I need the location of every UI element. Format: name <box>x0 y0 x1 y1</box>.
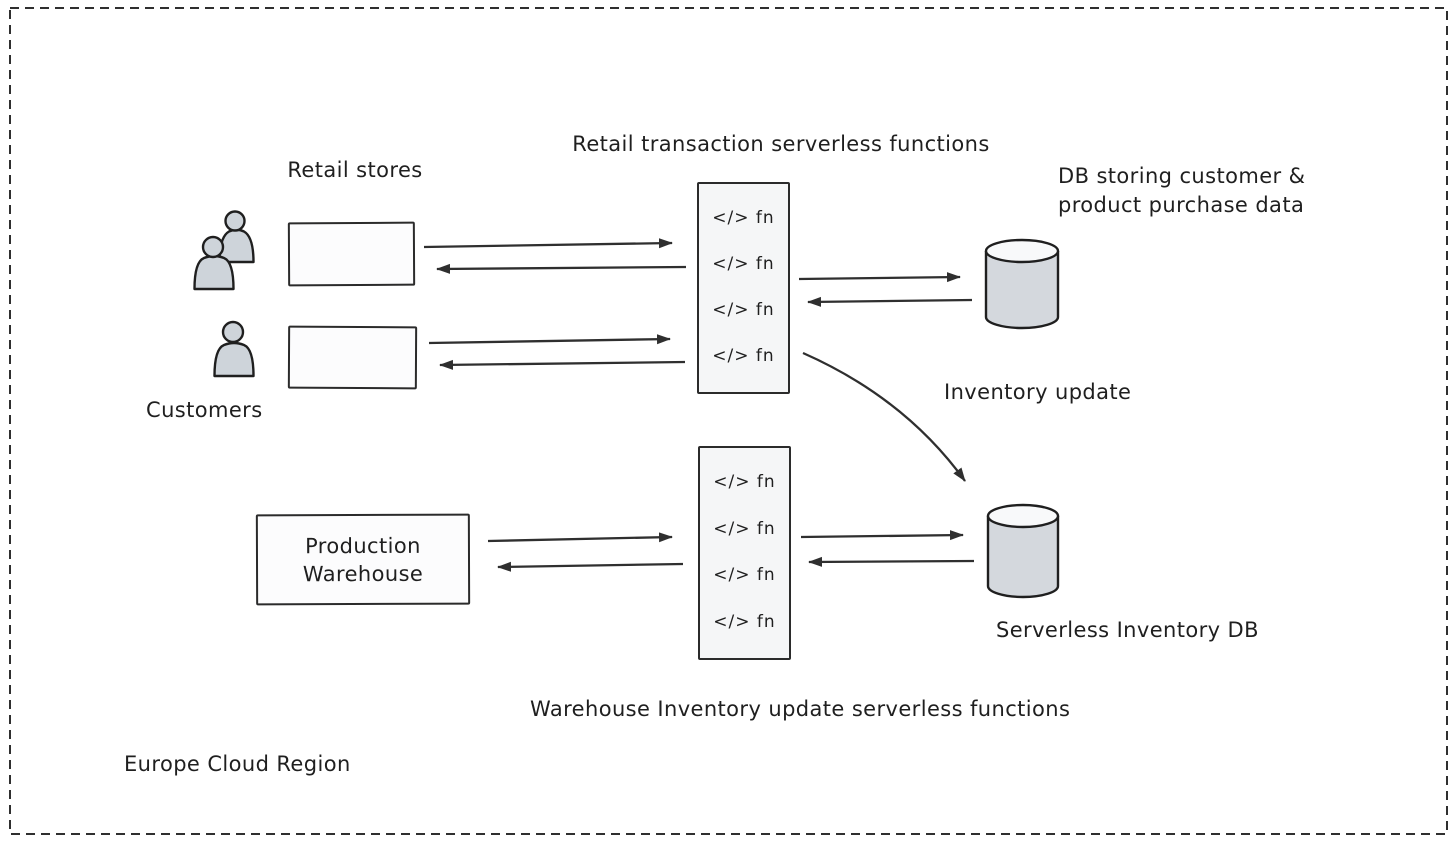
arrow-retail-fn-to-store2 <box>439 359 686 370</box>
purchase-database-icon <box>984 238 1060 330</box>
arrow-store2-to-retail-fn <box>428 334 671 345</box>
inventory-update-label: Inventory update <box>944 380 1132 404</box>
arrow-retail-fn-to-store1 <box>436 263 687 274</box>
fn-item: </> fn <box>712 346 775 366</box>
cloud-region-label: Europe Cloud Region <box>124 752 351 776</box>
warehouse-fn-box: </> fn </> fn </> fn </> fn <box>698 446 791 660</box>
production-warehouse-line2: Warehouse <box>302 561 424 586</box>
fn-item: </> fn <box>713 565 776 586</box>
fn-item: </> fn <box>712 254 775 274</box>
arrow-inventory-update <box>802 351 966 482</box>
customers-label: Customers <box>146 398 263 422</box>
inventory-db-label: Serverless Inventory DB <box>996 618 1259 642</box>
cloud-region-boundary <box>9 7 1448 835</box>
arrow-retail-fn-to-purchase-db <box>798 272 961 283</box>
retail-fn-title: Retail transaction serverless functions <box>572 132 990 156</box>
arrow-warehouse-fn-to-warehouse <box>497 561 684 572</box>
arrow-store1-to-retail-fn <box>423 238 673 249</box>
customer-icon <box>213 320 255 378</box>
purchase-db-label-line1: DB storing customer & <box>1058 164 1306 188</box>
fn-item: </> fn <box>713 518 776 539</box>
production-warehouse-line1: Production <box>305 533 421 558</box>
production-warehouse-box: Production Warehouse <box>255 513 471 606</box>
arrow-warehouse-to-warehouse-fn <box>487 532 673 543</box>
retail-store-box-2 <box>287 325 418 390</box>
retail-stores-label: Retail stores <box>287 158 423 182</box>
arrow-warehouse-fn-to-inventory-db <box>800 530 964 541</box>
fn-item: </> fn <box>712 208 775 228</box>
purchase-db-label-line2: product purchase data <box>1058 193 1305 217</box>
arrow-purchase-db-to-retail-fn <box>807 296 973 307</box>
arrow-inventory-db-to-warehouse-fn <box>808 556 975 567</box>
fn-item: </> fn <box>713 611 776 632</box>
retail-store-box-1 <box>287 221 416 287</box>
retail-fn-box: </> fn </> fn </> fn </> fn <box>697 182 790 394</box>
fn-item: </> fn <box>713 472 776 492</box>
production-warehouse-label: Production Warehouse <box>258 516 468 604</box>
fn-item: </> fn <box>712 300 775 320</box>
customer-pair-icon <box>193 210 255 291</box>
purchase-db-label: DB storing customer & product purchase d… <box>1058 162 1328 220</box>
inventory-database-icon <box>986 503 1060 599</box>
warehouse-fn-title: Warehouse Inventory update serverless fu… <box>530 697 1071 721</box>
